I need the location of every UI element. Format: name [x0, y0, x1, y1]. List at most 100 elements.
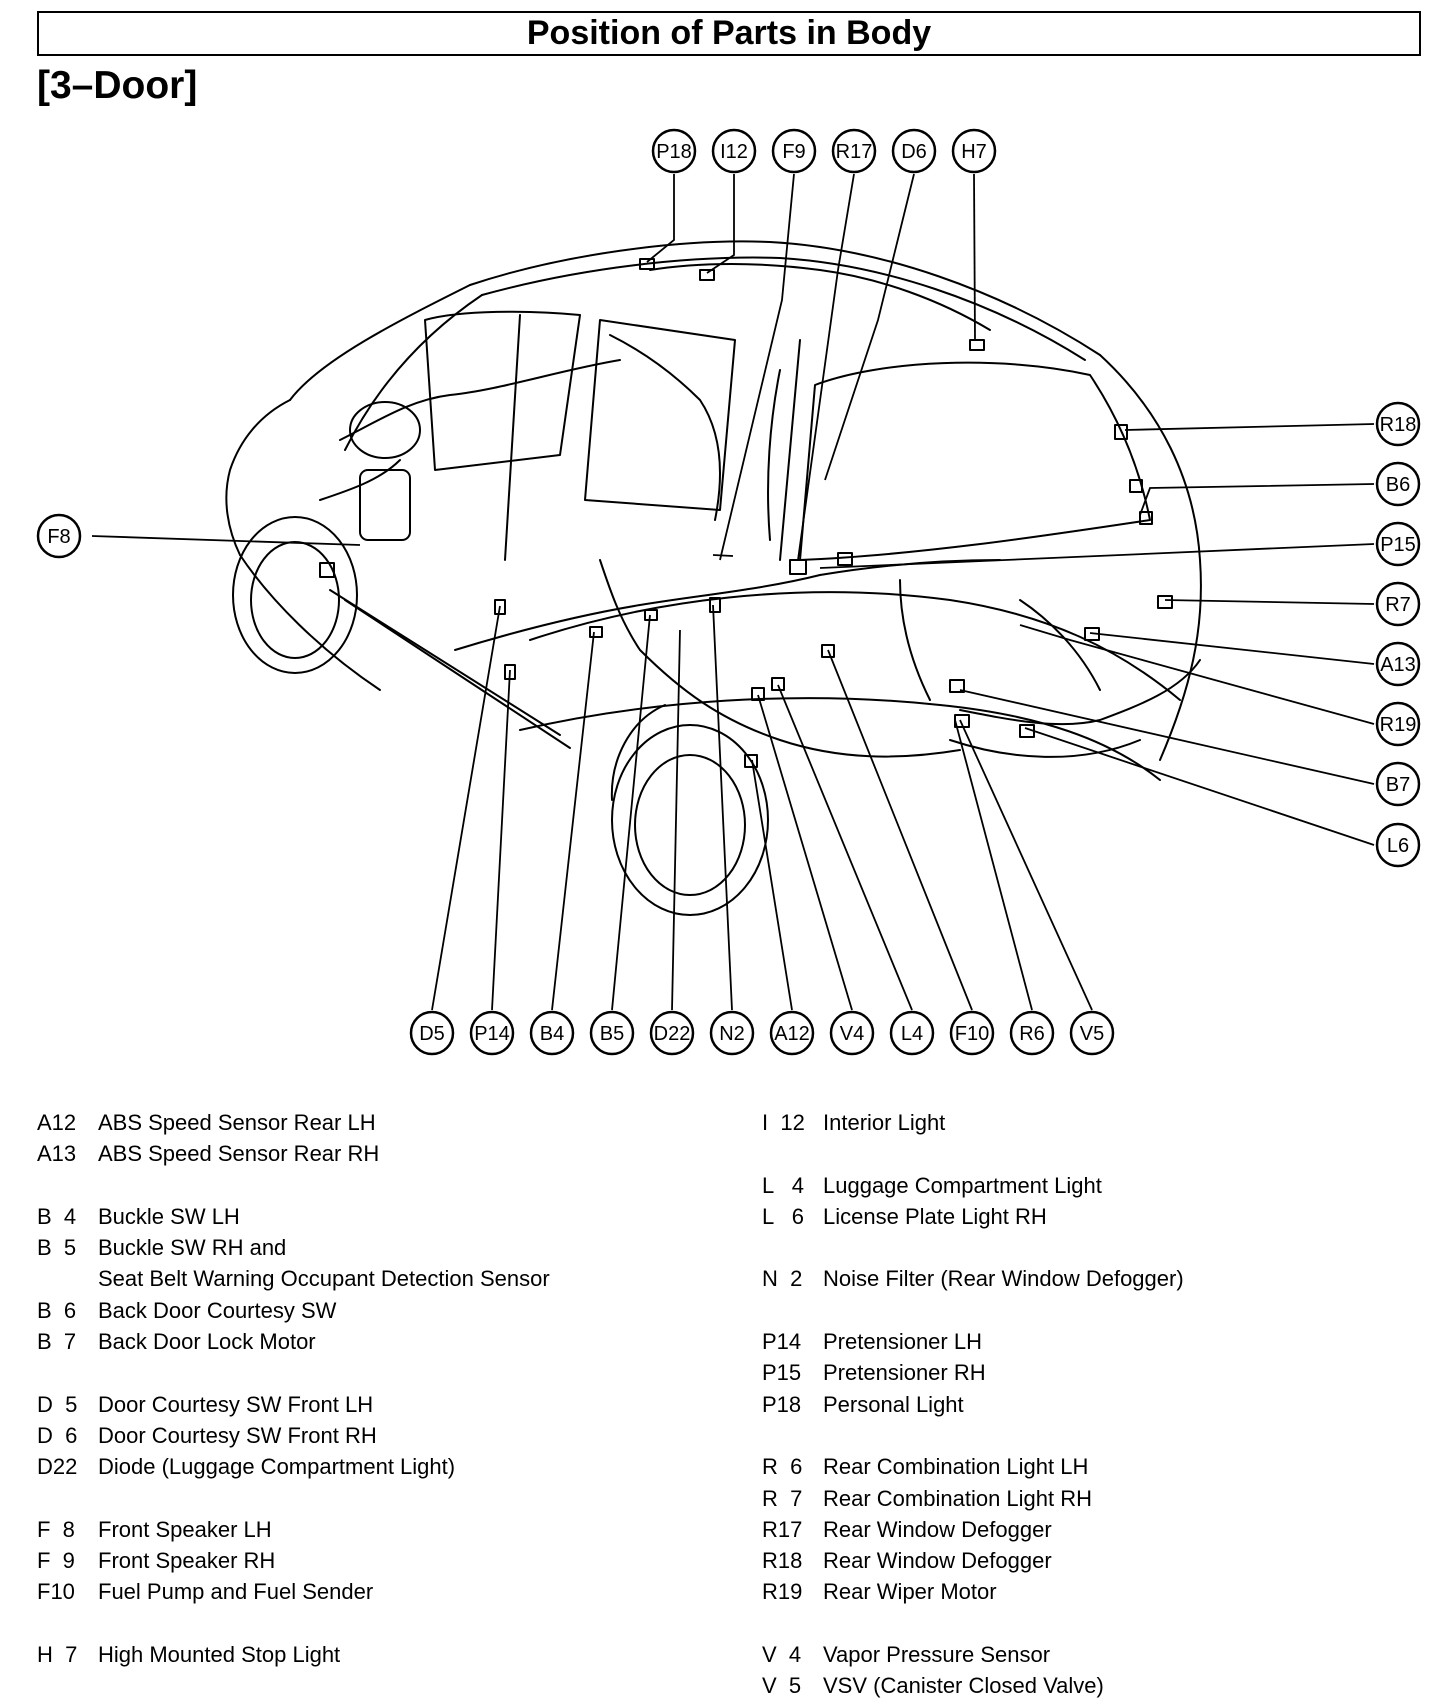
callout-top-4: R17	[831, 128, 877, 174]
legend-part-name: Door Courtesy SW Front LH	[98, 1391, 374, 1417]
legend-spacer	[762, 1138, 1422, 1169]
svg-text:B7: B7	[1386, 774, 1410, 796]
legend-part-name: Rear Window Defogger	[823, 1516, 1052, 1542]
legend-part-code: P15	[762, 1360, 802, 1386]
callout-bottom-11: R6	[1009, 1010, 1055, 1056]
svg-text:F10: F10	[955, 1023, 989, 1045]
legend-part-code: R19	[762, 1579, 803, 1605]
svg-text:N2: N2	[719, 1023, 745, 1045]
legend-part-code: V 4	[762, 1642, 802, 1668]
legend-item-continuation: Seat Belt Warning Occupant Detection Sen…	[37, 1263, 737, 1294]
callout-bottom-4: B5	[589, 1010, 635, 1056]
svg-text:A12: A12	[774, 1023, 810, 1045]
legend-part-name: Rear Combination Light LH	[823, 1454, 1089, 1480]
legend-part-name: Seat Belt Warning Occupant Detection Sen…	[98, 1266, 550, 1292]
body-parts-diagram: P18 I12 F9 R17 D6 H7 F8 R18 B6 P15 R7 A1…	[36, 128, 1421, 1056]
legend-part-name: Buckle SW LH	[98, 1203, 240, 1229]
svg-text:B6: B6	[1386, 474, 1410, 496]
legend-part-name: Door Courtesy SW Front RH	[98, 1422, 377, 1448]
legend-part-name: Fuel Pump and Fuel Sender	[98, 1579, 374, 1605]
page-subtitle: [3–Door]	[37, 64, 198, 107]
callout-bottom-2: P14	[469, 1010, 515, 1056]
legend-part-name: Front Speaker RH	[98, 1548, 276, 1574]
svg-text:H7: H7	[961, 141, 987, 163]
legend-part-name: Luggage Compartment Light	[823, 1172, 1102, 1198]
svg-text:F9: F9	[782, 141, 805, 163]
legend-part-name: Back Door Courtesy SW	[98, 1297, 337, 1323]
legend-spacer	[762, 1608, 1422, 1639]
legend-part-code: N 2	[762, 1266, 803, 1292]
legend-item: L 6 License Plate Light RH	[762, 1201, 1422, 1232]
legend-item: D22 Diode (Luggage Compartment Light)	[37, 1451, 737, 1482]
svg-text:L6: L6	[1387, 835, 1409, 857]
legend-part-code: P18	[762, 1391, 802, 1417]
car-body-illustration	[225, 240, 1202, 916]
svg-text:R7: R7	[1385, 594, 1411, 616]
legend-part-name: Rear Window Defogger	[823, 1548, 1052, 1574]
legend-part-name: Interior Light	[823, 1110, 946, 1135]
callout-leader-lines	[91, 173, 1375, 1011]
svg-text:B5: B5	[600, 1023, 624, 1045]
legend-part-name: Rear Wiper Motor	[823, 1579, 997, 1605]
legend-spacer	[37, 1483, 737, 1514]
svg-text:R18: R18	[1380, 414, 1417, 436]
legend-part-name: Personal Light	[823, 1391, 964, 1417]
callout-top-5: D6	[891, 128, 937, 174]
svg-text:L4: L4	[901, 1023, 923, 1045]
legend-item: D 6 Door Courtesy SW Front RH	[37, 1420, 737, 1451]
legend-part-code: B 4	[37, 1203, 77, 1229]
legend-part-code: B 6	[37, 1297, 77, 1323]
svg-text:I12: I12	[720, 141, 748, 163]
legend-item: P18 Personal Light	[762, 1389, 1422, 1420]
svg-text:D22: D22	[654, 1023, 691, 1045]
legend-part-code: R18	[762, 1548, 803, 1574]
legend-part-name: Vapor Pressure Sensor	[823, 1642, 1051, 1668]
legend-item: R19 Rear Wiper Motor	[762, 1576, 1422, 1607]
callout-bottom-3: B4	[529, 1010, 575, 1056]
svg-text:R17: R17	[836, 141, 873, 163]
legend-part-code: D22	[37, 1454, 78, 1480]
legend-part-code: R17	[762, 1516, 803, 1542]
svg-text:V4: V4	[840, 1023, 864, 1045]
legend-part-name: Diode (Luggage Compartment Light)	[98, 1454, 456, 1480]
callout-bottom-6: N2	[709, 1010, 755, 1056]
svg-text:D6: D6	[901, 141, 927, 163]
legend-spacer	[37, 1608, 737, 1639]
legend-part-code: L 4	[762, 1172, 804, 1198]
callout-bottom-9: L4	[889, 1010, 935, 1056]
callout-bottom-12: V5	[1069, 1010, 1115, 1056]
svg-text:D5: D5	[419, 1023, 445, 1045]
callout-top-1: P18	[651, 128, 697, 174]
legend-part-code: B 7	[37, 1329, 77, 1355]
legend-part-name: VSV (Canister Closed Valve)	[823, 1673, 1104, 1699]
legend-part-name: Rear Combination Light RH	[823, 1485, 1093, 1511]
legend-spacer	[37, 1170, 737, 1201]
callout-top-3: F9	[771, 128, 817, 174]
legend-part-code: D 6	[37, 1422, 78, 1448]
legend-part-code: B 5	[37, 1235, 77, 1261]
callout-right-3: P15	[1375, 521, 1421, 567]
legend-spacer	[762, 1232, 1422, 1263]
legend-item: R17 Rear Window Defogger	[762, 1514, 1422, 1545]
svg-text:P15: P15	[1380, 534, 1416, 556]
callout-bottom-10: F10	[949, 1010, 995, 1056]
legend-part-name: ABS Speed Sensor Rear RH	[98, 1141, 380, 1167]
legend-item: B 4 Buckle SW LH	[37, 1201, 737, 1232]
legend-part-name: Front Speaker LH	[98, 1516, 272, 1542]
legend-part-name: License Plate Light RH	[823, 1203, 1047, 1229]
legend-part-code: L 6	[762, 1203, 804, 1229]
legend-item: B 6 Back Door Courtesy SW	[37, 1295, 737, 1326]
